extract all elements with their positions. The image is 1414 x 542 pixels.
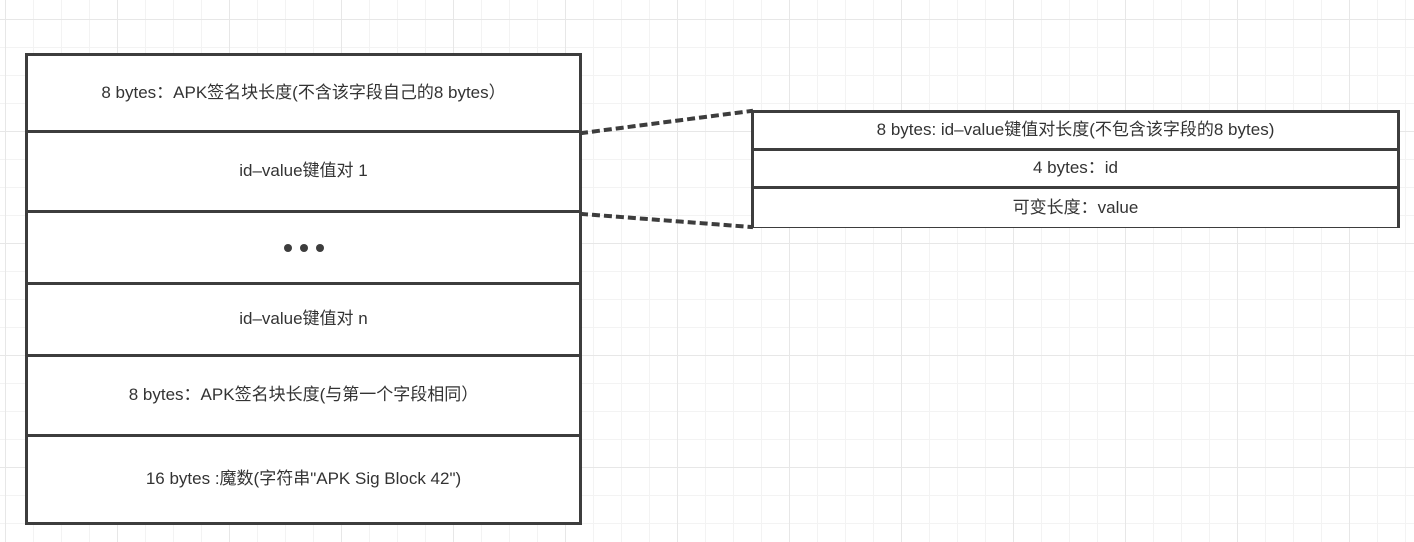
apk-signing-block: 8 bytes：APK签名块长度(不含该字段自己的8 bytes） id–val… bbox=[25, 53, 582, 525]
pair-block-row-label: 可变长度：value bbox=[1012, 197, 1139, 217]
apk-block-row-label: 8 bytes：APK签名块长度(不含该字段自己的8 bytes） bbox=[101, 82, 506, 102]
pair-block-row-label: 4 bytes：id bbox=[1032, 158, 1119, 178]
apk-block-row-ellipsis bbox=[28, 213, 579, 285]
pair-block-row-length: 8 bytes: id–value键值对长度(不包含该字段的8 bytes) bbox=[754, 113, 1397, 151]
apk-block-row-length-footer: 8 bytes：APK签名块长度(与第一个字段相同） bbox=[28, 357, 579, 437]
apk-block-row-pair-first: id–value键值对 1 bbox=[28, 133, 579, 213]
apk-block-row-label: id–value键值对 1 bbox=[239, 161, 368, 181]
apk-block-row-label: id–value键值对 n bbox=[239, 309, 368, 329]
pair-block-row-label: 8 bytes: id–value键值对长度(不包含该字段的8 bytes) bbox=[876, 120, 1275, 140]
pair-block-row-value: 可变长度：value bbox=[754, 189, 1397, 227]
apk-block-row-length-header: 8 bytes：APK签名块长度(不含该字段自己的8 bytes） bbox=[28, 56, 579, 133]
bottom-callout-line bbox=[579, 211, 754, 230]
apk-block-row-label: 8 bytes：APK签名块长度(与第一个字段相同） bbox=[128, 385, 479, 405]
apk-block-row-pair-last: id–value键值对 n bbox=[28, 285, 579, 357]
apk-block-row-label: 16 bytes :魔数(字符串"APK Sig Block 42") bbox=[145, 469, 462, 489]
id-value-pair-block: 8 bytes: id–value键值对长度(不包含该字段的8 bytes) 4… bbox=[751, 110, 1400, 228]
top-callout-line bbox=[579, 108, 754, 136]
pair-block-row-id: 4 bytes：id bbox=[754, 151, 1397, 189]
apk-block-row-magic: 16 bytes :魔数(字符串"APK Sig Block 42") bbox=[28, 437, 579, 522]
ellipsis-icon bbox=[283, 243, 324, 252]
